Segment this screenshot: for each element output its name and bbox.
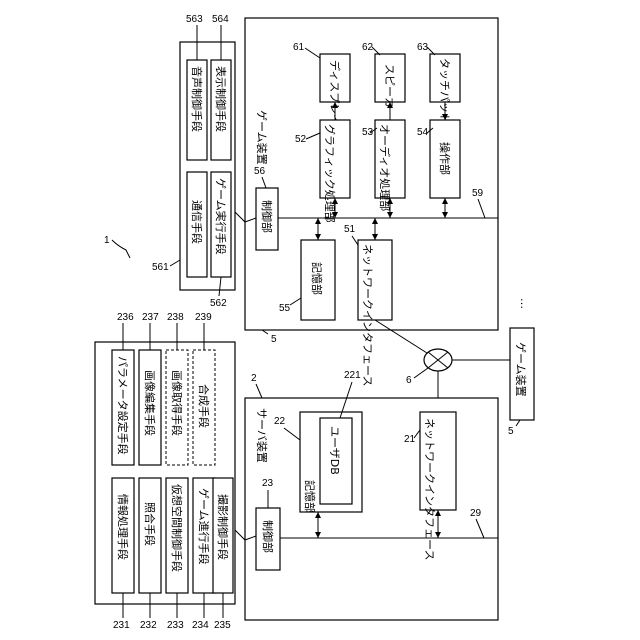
virtual-space-label: 仮想空間制御手段 [170, 484, 184, 572]
network-ref: 6 [406, 375, 412, 386]
server-title: サーバ装置 [255, 408, 268, 463]
game-device-title: ゲーム装置 [255, 110, 268, 165]
server-bus-ref: 29 [470, 508, 482, 519]
game-device: ゲーム装置 5 ディスプレイ 61 スピーカ 62 タッチパッド 63 グラフィ… [245, 18, 498, 386]
more-devices-ellipsis: … [518, 298, 531, 309]
game-network-if-ref: 51 [344, 224, 356, 235]
collation-label: 照合手段 [143, 502, 157, 546]
figure-ref: 1 [104, 235, 110, 246]
operation-label: 操作部 [438, 142, 452, 175]
server-storage-label: 記憶部 [303, 480, 317, 513]
other-game-device-ref: 5 [508, 426, 514, 437]
other-game-device-label: ゲーム装置 [514, 342, 527, 397]
comm-means-label: 通信手段 [190, 200, 204, 244]
param-setting-ref: 236 [117, 312, 134, 323]
game-network-if-label: ネットワークインタフェース [361, 244, 374, 386]
game-control-ref: 56 [254, 166, 266, 177]
server-storage-ref: 22 [274, 416, 286, 427]
server-function-group: パラメータ設定手段 画像編集手段 画像取得手段 合成手段 情報処理手段 照合手段… [95, 312, 256, 631]
image-edit-ref: 237 [142, 312, 159, 323]
server-ref: 2 [251, 373, 257, 384]
voice-control-ref: 563 [186, 14, 203, 25]
compose-ref: 239 [195, 312, 212, 323]
shooting-control-label: 撮影制御手段 [216, 494, 230, 560]
audio-ref: 53 [362, 127, 374, 138]
image-acquire-label: 画像取得手段 [170, 370, 184, 436]
display-ref: 61 [293, 42, 305, 53]
game-bus-ref: 59 [472, 188, 484, 199]
game-function-group: 音声制御手段 表示制御手段 通信手段 ゲーム実行手段 563 564 561 5… [152, 14, 256, 309]
graphics-ref: 52 [295, 134, 307, 145]
display-control-label: 表示制御手段 [214, 66, 228, 132]
game-progress-ref: 234 [192, 620, 209, 631]
user-db-label: ユーザDB [328, 426, 341, 475]
virtual-space-ref: 233 [167, 620, 184, 631]
image-edit-label: 画像編集手段 [143, 370, 157, 436]
game-control-label: 制御部 [260, 200, 274, 233]
user-db-ref: 221 [344, 370, 361, 381]
server-control-label: 制御部 [261, 520, 275, 553]
collation-ref: 232 [140, 620, 157, 631]
info-processing-ref: 231 [113, 620, 130, 631]
server-frame [245, 398, 498, 620]
compose-label: 合成手段 [197, 384, 211, 428]
game-storage-label: 記憶部 [310, 262, 324, 295]
game-device-ref: 5 [271, 334, 277, 345]
shooting-control-ref: 235 [214, 620, 231, 631]
server-network-if-ref: 21 [404, 434, 416, 445]
server-control-ref: 23 [262, 478, 274, 489]
game-progress-label: ゲーム進行手段 [197, 488, 211, 565]
image-acquire-ref: 238 [167, 312, 184, 323]
speaker-label: スピーカ [383, 64, 396, 108]
info-processing-label: 情報処理手段 [116, 494, 130, 560]
game-function-group-bottom-ref: 562 [210, 298, 227, 309]
param-setting-label: パラメータ設定手段 [116, 356, 130, 455]
server-network-if-label: ネットワークインタフェース [423, 418, 436, 560]
other-game-device: ゲーム装置 5 … [508, 298, 534, 437]
game-function-group-ref: 561 [152, 262, 169, 273]
game-exec-label: ゲーム実行手段 [214, 178, 228, 255]
display-control-ref: 564 [212, 14, 229, 25]
game-storage-ref: 55 [279, 303, 291, 314]
server-device: サーバ装置 2 記憶部 22 ユーザDB 221 ネットワークインタフェース 2… [245, 370, 498, 620]
voice-control-label: 音声制御手段 [190, 66, 204, 132]
